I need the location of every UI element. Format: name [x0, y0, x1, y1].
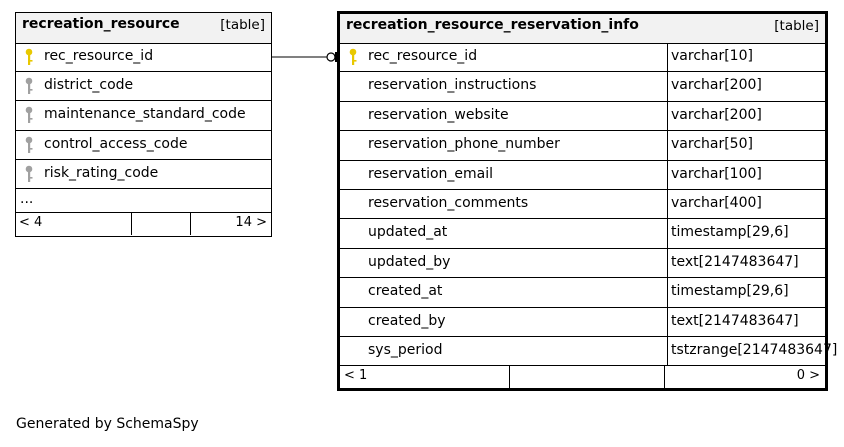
column-name: reservation_phone_number	[368, 136, 560, 153]
primary-key-icon	[349, 48, 357, 65]
column-row[interactable]: rec_resource_id	[16, 43, 271, 73]
column-type: varchar[100]	[667, 160, 825, 189]
column-type: timestamp[29,6]	[667, 278, 825, 307]
column-row[interactable]: updated_at timestamp[29,6]	[340, 219, 825, 249]
column-name: reservation_email	[368, 165, 494, 182]
column-row[interactable]: maintenance_standard_code	[16, 101, 271, 131]
column-type: varchar[50]	[667, 131, 825, 160]
column-type: text[2147483647]	[667, 307, 825, 336]
parents-count[interactable]: < 1	[344, 368, 368, 383]
column-name: created_at	[368, 283, 443, 300]
column-row[interactable]: control_access_code	[16, 131, 271, 160]
table-kind: [table]	[774, 18, 819, 34]
table-footer: < 1 0 >	[340, 366, 825, 388]
column-row[interactable]: reservation_phone_number varchar[50]	[340, 131, 825, 161]
column-row[interactable]: created_by text[2147483647]	[340, 307, 825, 337]
column-name: sys_period	[368, 342, 443, 358]
table-name: recreation_resource_reservation_info	[346, 17, 639, 33]
column-type: timestamp[29,6]	[667, 219, 825, 248]
column-name: reservation_website	[368, 106, 509, 123]
more-columns-row[interactable]: ...	[16, 189, 271, 213]
column-name: created_by	[368, 312, 446, 329]
foreign-key-icon	[25, 165, 33, 182]
foreign-key-icon	[25, 136, 33, 153]
column-name: risk_rating_code	[44, 164, 159, 181]
table-recreation-resource[interactable]: recreation_resource [table] rec_resource…	[15, 12, 272, 237]
column-name: district_code	[44, 77, 134, 94]
column-name: rec_resource_id	[44, 48, 154, 64]
column-row[interactable]: reservation_instructions varchar[200]	[340, 72, 825, 102]
parents-count[interactable]: < 4	[19, 215, 43, 230]
children-count[interactable]: 14 >	[235, 215, 267, 230]
column-name: updated_by	[368, 253, 451, 270]
column-row[interactable]: risk_rating_code	[16, 160, 271, 189]
footer-spacer	[509, 366, 665, 388]
table-recreation-resource-reservation-info[interactable]: recreation_resource_reservation_info [ta…	[337, 11, 837, 391]
table-header: recreation_resource [table]	[16, 13, 271, 44]
column-row[interactable]: district_code	[16, 72, 271, 102]
children-count[interactable]: 0 >	[796, 368, 820, 383]
table-footer: < 4 14 >	[16, 213, 271, 235]
column-row[interactable]: sys_period tstzrange[2147483647]	[340, 337, 837, 367]
column-type: varchar[10]	[667, 43, 825, 72]
column-name: control_access_code	[44, 135, 188, 152]
column-row[interactable]: rec_resource_id varchar[10]	[340, 43, 825, 73]
column-type: varchar[200]	[667, 72, 825, 101]
column-type: tstzrange[2147483647]	[667, 337, 837, 366]
more-columns: ...	[20, 191, 34, 207]
column-row[interactable]: updated_by text[2147483647]	[340, 248, 825, 279]
column-row[interactable]: reservation_comments varchar[400]	[340, 190, 825, 220]
generated-by-caption: Generated by SchemaSpy	[16, 416, 199, 432]
table-name: recreation_resource	[22, 16, 180, 32]
column-type: varchar[400]	[667, 190, 825, 219]
column-row[interactable]: reservation_website varchar[200]	[340, 101, 825, 132]
column-type: text[2147483647]	[667, 248, 825, 278]
column-row[interactable]: reservation_email varchar[100]	[340, 160, 825, 190]
foreign-key-icon	[25, 77, 33, 95]
column-name: maintenance_standard_code	[44, 106, 246, 123]
column-name: rec_resource_id	[368, 48, 478, 64]
column-name: reservation_comments	[368, 195, 529, 211]
footer-spacer	[131, 213, 191, 235]
column-name: reservation_instructions	[368, 77, 537, 94]
column-name: updated_at	[368, 224, 448, 241]
table-kind: [table]	[220, 17, 265, 33]
column-row[interactable]: created_at timestamp[29,6]	[340, 278, 825, 308]
column-type: varchar[200]	[667, 101, 825, 131]
primary-key-icon	[25, 48, 33, 65]
foreign-key-icon	[25, 107, 33, 124]
table-header: recreation_resource_reservation_info [ta…	[340, 14, 825, 44]
